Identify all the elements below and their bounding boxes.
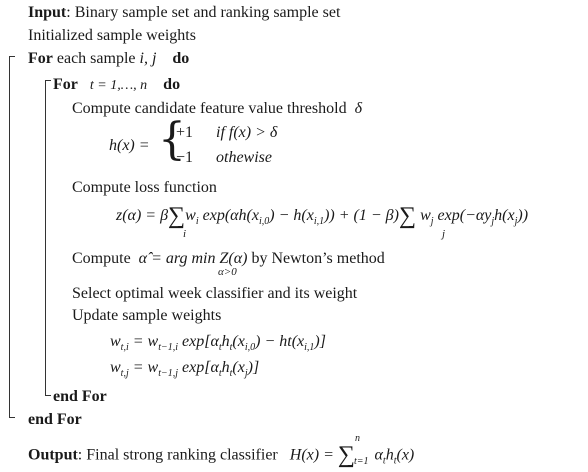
h-case2-cond: othewise <box>216 149 272 166</box>
compute-alpha-line: Compute α̂ = arg min Z(α) by Newton’s me… <box>72 249 385 269</box>
loss-eq-sub-i1: i,1 <box>313 216 325 228</box>
update-i-sub-i1: i,1 <box>304 342 315 354</box>
inner-end-for: end For <box>53 388 107 405</box>
h-lhs: h(x) = <box>109 137 150 154</box>
update-j-tail: h <box>221 359 230 376</box>
inner-for-line: For t = 1,…, n do <box>53 75 180 96</box>
outer-do-keyword: do <box>172 50 190 67</box>
inner-do-keyword: do <box>163 76 181 93</box>
update-j-tail2: (x <box>232 359 245 376</box>
update-i-w: w <box>110 333 121 350</box>
output-text: : Final strong ranking classifier <box>77 446 278 464</box>
loss-eq-sub-j: j <box>430 216 434 228</box>
inner-for-range: t = 1,…, n <box>89 78 148 93</box>
update-i-sub-t1i: t−1,i <box>158 342 179 354</box>
step-select: Select optimal week classifier and its w… <box>72 285 358 302</box>
update-j-sub-t2: t <box>229 368 233 380</box>
h-case2-val: −1 <box>176 149 194 166</box>
input-line: Input: Binary sample set and ranking sam… <box>28 3 340 23</box>
loss-eq-part1: z(α) = β <box>116 207 169 224</box>
inner-for-bracket <box>45 80 51 396</box>
sum-symbol-2: ∑ <box>398 203 417 229</box>
output-eq-x: (x) <box>396 446 415 464</box>
output-sum-upper: n <box>354 433 360 444</box>
h-case1-cond: if f(x) > δ <box>216 124 278 141</box>
output-sum-lower: t=1 <box>353 455 369 467</box>
update-i-exp: exp[α <box>178 333 219 350</box>
loss-equation: z(α) = β∑wi exp(αh(xi,0) − h(xi,1)) + (1… <box>116 203 528 232</box>
outer-for-text: each sample <box>52 50 140 67</box>
loss-eq-part5: w <box>416 207 431 224</box>
update-i-tail2: (x <box>232 333 245 350</box>
update-j-exp: exp[α <box>178 359 219 376</box>
outer-end-for: end For <box>28 411 82 428</box>
loss-eq-sub-j3: j <box>514 216 518 228</box>
output-label: Output <box>28 446 78 464</box>
alpha-under: α>0 <box>218 266 237 278</box>
step-threshold: Compute candidate feature value threshol… <box>72 99 362 119</box>
output-eq-alpha: α <box>374 446 383 464</box>
loss-eq-part2b: exp(αh(x <box>198 207 259 224</box>
loss-eq-sub-j2: j <box>491 216 495 228</box>
loss-eq-sub-i: i <box>195 216 199 228</box>
loss-sum2-index: j <box>442 228 446 240</box>
update-j-rest: = w <box>128 359 159 376</box>
update-j-tail3: )] <box>247 359 260 376</box>
step-loss: Compute loss function <box>72 179 217 196</box>
loss-eq-part4: )) + (1 − β) <box>324 207 399 224</box>
update-i-equation: wt,i = wt−1,i exp[αtht(xi,0) − ht(xi,1)] <box>110 332 326 358</box>
outer-for-keyword: For <box>28 50 53 67</box>
loss-sum1-index: i <box>183 228 187 240</box>
update-j-w: w <box>110 359 121 376</box>
input-label: Input <box>28 4 67 21</box>
update-j-sub-j: j <box>244 368 248 380</box>
alpha-method: by Newton’s method <box>247 250 385 267</box>
compute-alpha-label: Compute <box>72 250 131 267</box>
inner-for-keyword: For <box>53 76 78 93</box>
init-line: Initialized sample weights <box>28 27 196 44</box>
update-i-sub-ti: t,i <box>120 342 129 354</box>
update-j-sub-t: t <box>218 368 222 380</box>
update-i-tail3: ) − ht(x <box>255 333 305 350</box>
input-text: : Binary sample set and ranking sample s… <box>66 4 341 21</box>
alpha-equation: α̂ = arg min Z(α) <box>138 250 248 267</box>
output-line: Output: Final strong ranking classifier … <box>28 433 415 472</box>
step-threshold-text: Compute candidate feature value threshol… <box>72 100 347 117</box>
update-j-sub-t1j: t−1,j <box>158 368 179 380</box>
h-brace: { <box>158 114 186 165</box>
update-j-sub-tj: t,j <box>120 368 129 380</box>
loss-eq-w: w <box>185 207 196 224</box>
loss-eq-part6: exp(−αy <box>433 207 492 224</box>
loss-eq-sub-i0: i,0 <box>258 216 270 228</box>
sum-symbol-1: ∑ <box>168 203 186 229</box>
update-i-sub-t: t <box>218 342 222 354</box>
update-i-sub-t2: t <box>229 342 233 354</box>
outer-for-vars: i, j <box>139 50 157 67</box>
update-i-tail4: )] <box>314 333 326 350</box>
loss-eq-part3: ) − h(x <box>269 207 314 224</box>
step-update: Update sample weights <box>72 307 222 324</box>
update-i-rest: = w <box>128 333 159 350</box>
update-i-sub-i0: i,0 <box>244 342 256 354</box>
threshold-symbol: δ <box>354 100 362 117</box>
output-eq-lhs: H(x) = <box>289 446 338 464</box>
update-j-equation: wt,j = wt−1,j exp[αtht(xj)] <box>110 358 259 384</box>
loss-eq-part8: )) <box>517 207 529 224</box>
loss-eq-part7: h(x <box>494 207 515 224</box>
outer-for-bracket <box>9 56 15 418</box>
h-case1-val: +1 <box>176 124 194 141</box>
output-sub-t2: t <box>393 455 397 467</box>
output-sub-t: t <box>382 455 386 467</box>
output-eq-h: h <box>385 446 394 464</box>
outer-for-line: For each sample i, j do <box>28 49 189 69</box>
update-i-tail: h <box>221 333 230 350</box>
output-sum-symbol: ∑ <box>337 442 355 469</box>
